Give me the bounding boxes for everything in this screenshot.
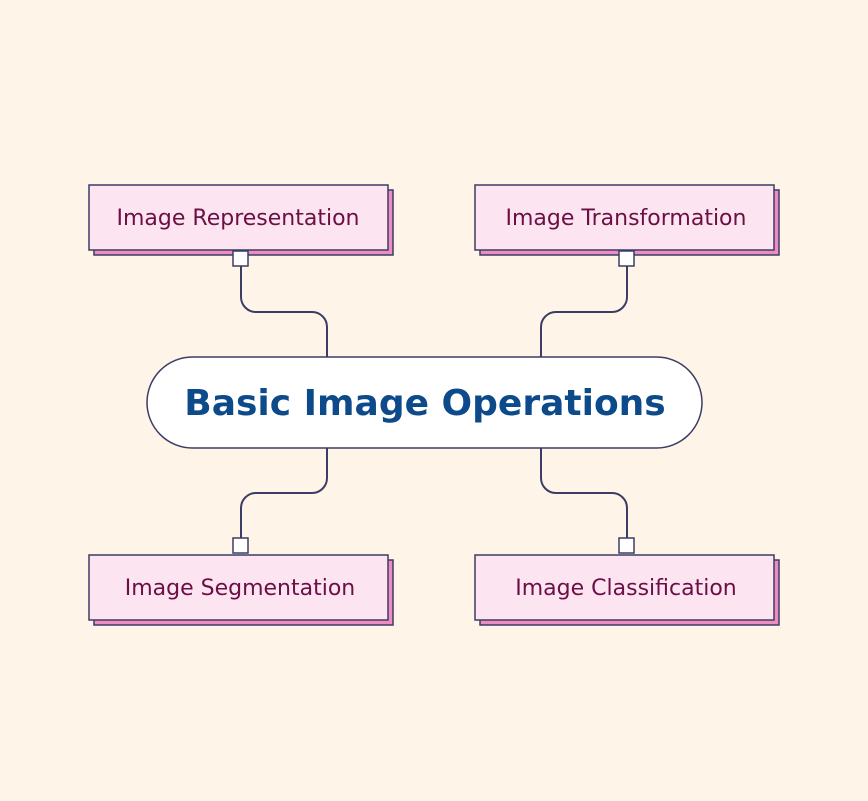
connector-line-transformation <box>540 266 628 357</box>
node-image-transformation[interactable]: Image Transformation <box>474 184 780 267</box>
node-label: Image Representation <box>117 206 360 231</box>
node-image-segmentation[interactable]: Image Segmentation <box>88 537 394 626</box>
connector-handle[interactable] <box>618 537 635 554</box>
connector-line-segmentation <box>240 448 328 538</box>
connector-handle[interactable] <box>618 250 635 267</box>
node-image-classification[interactable]: Image Classification <box>474 537 780 626</box>
center-label: Basic Image Operations <box>184 383 665 424</box>
connector-handle[interactable] <box>232 250 249 267</box>
node-label: Image Transformation <box>506 206 747 231</box>
connector-line-classification <box>540 448 628 538</box>
node-label: Image Segmentation <box>125 576 356 601</box>
node-image-representation[interactable]: Image Representation <box>88 184 394 267</box>
node-label: Image Classification <box>515 576 736 601</box>
connector-handle[interactable] <box>232 537 249 554</box>
connector-line-representation <box>240 266 328 357</box>
center-node[interactable]: Basic Image Operations <box>146 356 703 449</box>
